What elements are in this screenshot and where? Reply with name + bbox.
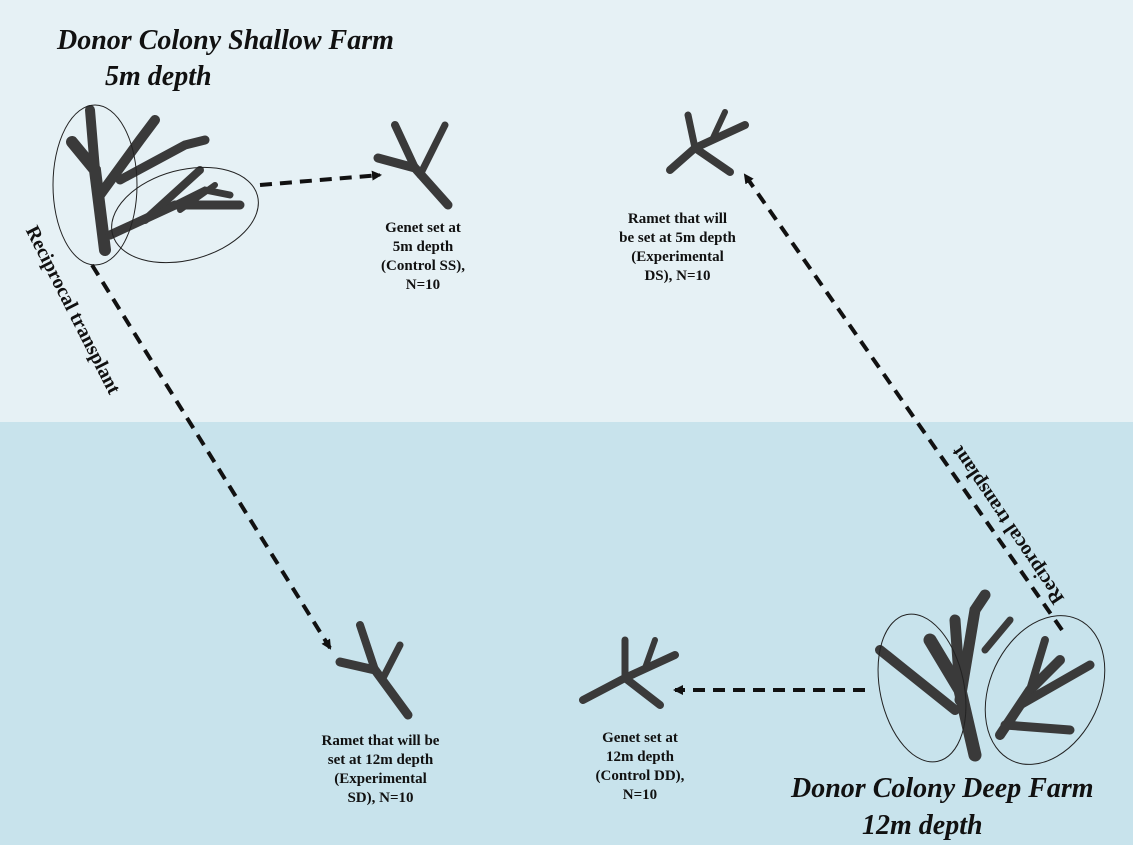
shallow-farm-title: Donor Colony Shallow Farm [57,25,394,56]
label-line: SD), N=10 [347,790,414,806]
label-line: DS), N=10 [644,268,711,284]
control-dd-fragment-icon [579,636,679,709]
experimental-ds-label: Ramet that will be set at 5m depth (Expe… [600,210,755,286]
label-line: Ramet that will be [321,733,440,749]
label-line: Genet set at [385,220,461,236]
experimental-sd-fragment-icon [335,621,413,720]
shallow-farm-depth: 5m depth [105,61,212,92]
label-line: (Control DD), [595,768,685,784]
shallow-genet-ellipse [52,104,138,266]
arrow-shallow-to-control-ss [259,170,382,187]
arrow-deep-to-shallow-transplant [743,173,1064,632]
deep-genet-ellipse [877,613,967,763]
label-line: N=10 [405,277,441,293]
deep-donor-colony-icon [875,589,1095,762]
deep-water-band [0,422,1133,845]
label-line: N=10 [622,787,658,803]
label-line: set at 12m depth [327,752,434,768]
control-ss-fragment-icon [373,121,453,210]
label-line: (Control SS), [381,258,465,274]
label-line: be set at 5m depth [619,230,736,246]
control-ss-label: Genet set at 5m depth (Control SS), N=10 [358,219,488,295]
experimental-ds-fragment-icon [666,109,749,176]
deep-farm-depth: 12m depth [862,810,983,841]
control-dd-label: Genet set at 12m depth (Control DD), N=1… [570,729,710,805]
experimental-sd-label: Ramet that will be set at 12m depth (Exp… [298,732,463,808]
shallow-water-band [0,0,1133,422]
deep-farm-title: Donor Colony Deep Farm [791,773,1094,804]
arrow-shallow-to-deep-transplant [90,263,332,650]
deep-ramet-ellipse [984,615,1106,765]
label-line: Ramet that will [627,211,728,227]
label-line: Genet set at [602,730,678,746]
shallow-ramet-ellipse [111,166,259,264]
label-line: 12m depth [606,749,674,765]
label-line: 5m depth [392,239,454,255]
label-line: (Experimental [631,249,724,265]
label-line: (Experimental [334,771,427,787]
